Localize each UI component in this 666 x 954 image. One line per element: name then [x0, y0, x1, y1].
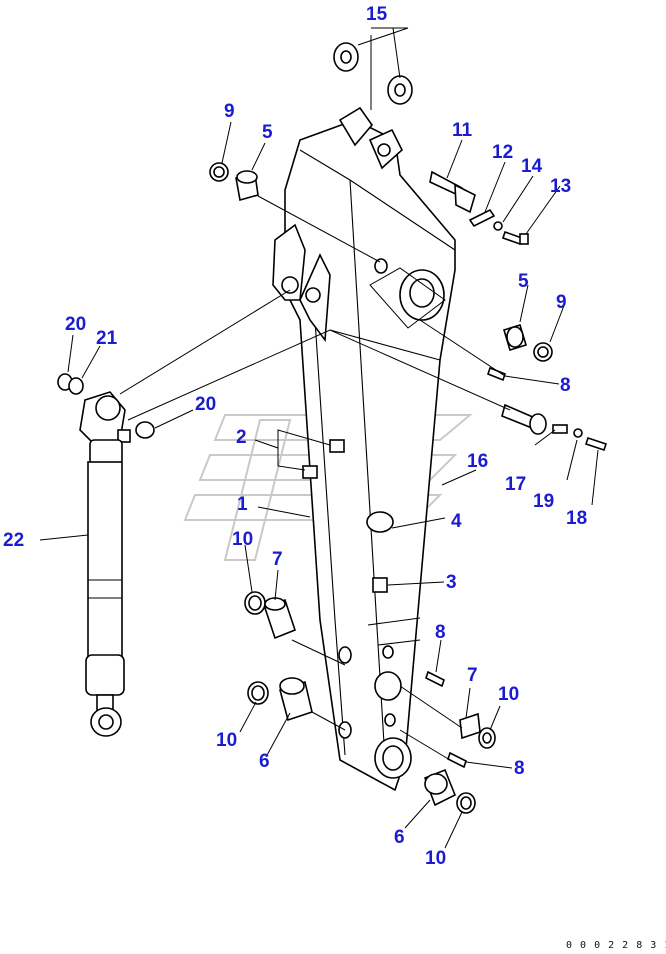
callout-1: 1 — [237, 494, 248, 515]
callout-22: 22 — [3, 530, 24, 551]
callout-8c: 8 — [514, 758, 525, 779]
callout-10d: 10 — [425, 848, 446, 869]
callout-5: 5 — [262, 122, 273, 143]
reference-code: 0 0 0 2 2 8 3 1 — [566, 940, 666, 951]
callout-16: 16 — [467, 451, 488, 472]
callout-5b: 5 — [518, 271, 529, 292]
callout-11: 11 — [452, 120, 473, 141]
callout-4: 4 — [451, 511, 462, 532]
callout-labels: 15 9 5 11 12 14 13 5 9 8 20 21 20 2 1 16… — [3, 4, 587, 869]
callout-8b: 8 — [435, 622, 446, 643]
callout-20: 20 — [65, 314, 86, 335]
boom — [272, 106, 456, 792]
callout-3: 3 — [446, 572, 457, 593]
callout-9: 9 — [224, 101, 235, 122]
callout-2: 2 — [236, 427, 247, 448]
callout-15: 15 — [366, 4, 388, 25]
callout-17: 17 — [505, 474, 526, 495]
callout-6: 6 — [259, 751, 270, 772]
boom-cylinder — [79, 391, 131, 737]
callout-7: 7 — [272, 549, 283, 570]
callout-19: 19 — [533, 491, 554, 512]
callout-21: 21 — [96, 328, 118, 349]
callout-7b: 7 — [467, 665, 478, 686]
loose-parts — [57, 42, 608, 814]
callout-13: 13 — [550, 176, 571, 197]
callout-20b: 20 — [195, 394, 216, 415]
callout-8: 8 — [560, 375, 571, 396]
callout-10c: 10 — [216, 730, 237, 751]
callout-10: 10 — [232, 529, 253, 550]
callout-12: 12 — [492, 142, 513, 163]
callout-6b: 6 — [394, 827, 405, 848]
callout-14: 14 — [521, 156, 543, 177]
callout-10b: 10 — [498, 684, 519, 705]
callout-9b: 9 — [556, 292, 567, 313]
leader-lines — [39, 27, 599, 849]
callout-18: 18 — [566, 508, 587, 529]
